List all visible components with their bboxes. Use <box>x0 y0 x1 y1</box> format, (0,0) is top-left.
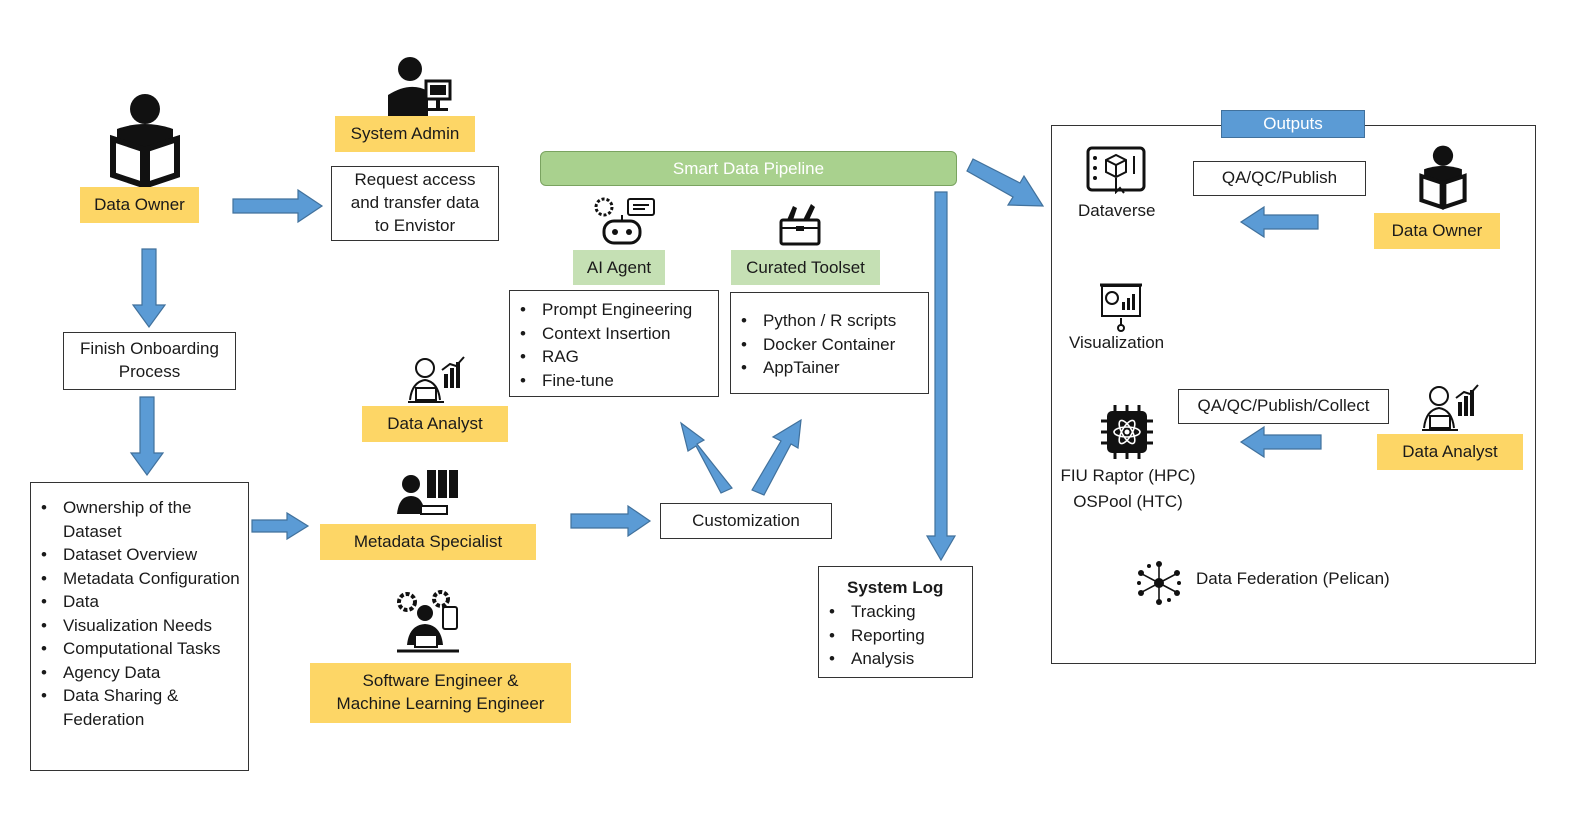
hpc-line-1: FIU Raptor (HPC) <box>1060 466 1196 485</box>
hpc-label: FIU Raptor (HPC) OSPool (HTC) <box>1052 463 1204 515</box>
ai-agent-item: Prompt Engineering <box>510 298 718 322</box>
dataverse-cube-icon <box>1086 146 1146 195</box>
ai-agent-label: AI Agent <box>573 250 665 285</box>
arrow-owner-to-request <box>232 188 324 224</box>
arrow-customization-to-toolset <box>751 418 802 496</box>
arrow-analyst-to-hpc <box>1239 425 1322 459</box>
ai-agent-item: Fine-tune <box>510 369 718 393</box>
reading-person-icon <box>105 93 185 190</box>
toolset-item: Docker Container <box>731 333 928 357</box>
arrow-pipeline-to-log <box>925 191 957 562</box>
admin-computer-icon <box>384 55 454 117</box>
toolbox-icon <box>777 202 823 246</box>
onboarding-item: Ownership of the Dataset <box>31 496 248 543</box>
outputs-title: Outputs <box>1221 110 1365 138</box>
reading-person-icon <box>1416 141 1470 213</box>
ai-agent-item: RAG <box>510 345 718 369</box>
system-log-item: Analysis <box>819 647 972 671</box>
onboarding-line-2: Process <box>118 362 181 381</box>
system-log-box: System Log TrackingReportingAnalysis <box>818 566 973 678</box>
system-log-item: Tracking <box>819 600 972 624</box>
onboarding-item: Computational Tasks <box>31 637 248 661</box>
arrow-customization-to-agent <box>680 421 733 494</box>
request-line-2: and transfer data <box>350 193 480 213</box>
toolset-items: Python / R scriptsDocker ContainerAppTai… <box>731 309 928 380</box>
request-line-3: to Envistor <box>374 215 456 235</box>
hpc-line-2: OSPool (HTC) <box>1073 492 1183 511</box>
toolset-item: Python / R scripts <box>731 309 928 333</box>
onboarding-items-list: Ownership of the DatasetDataset Overview… <box>31 496 248 731</box>
dataverse-label: Dataverse <box>1078 201 1156 220</box>
curated-toolset-label: Curated Toolset <box>731 250 880 285</box>
chip-icon <box>1101 405 1153 459</box>
engineer-gears-icon <box>393 589 463 655</box>
data-owner-label: Data Owner <box>80 187 199 223</box>
request-line-1: Request access <box>354 170 476 190</box>
data-analyst-right-label: Data Analyst <box>1377 434 1523 470</box>
visualization-board-icon <box>1098 282 1144 332</box>
metadata-specialist-label: Metadata Specialist <box>320 524 536 560</box>
arrow-list-to-specialist <box>251 511 310 541</box>
system-log-title: System Log <box>847 578 944 597</box>
arrow-owner-to-dataverse <box>1239 205 1319 239</box>
arrow-onboarding-down <box>129 396 165 477</box>
engineer-line-2: Machine Learning Engineer <box>336 694 545 713</box>
onboarding-item: Visualization Needs <box>31 614 248 638</box>
specialist-books-icon <box>395 468 461 516</box>
qa-publish-box: QA/QC/Publish <box>1193 161 1366 196</box>
onboarding-item: Agency Data <box>31 661 248 685</box>
onboarding-item: Metadata Configuration <box>31 567 248 591</box>
engineer-line-1: Software Engineer & <box>362 671 519 691</box>
system-log-item: Reporting <box>819 624 972 648</box>
request-access-box: Request access and transfer data to Envi… <box>331 166 499 241</box>
onboarding-line-1: Finish Onboarding <box>80 339 219 359</box>
smart-data-pipeline-bar: Smart Data Pipeline <box>540 151 957 186</box>
data-analyst-mid-label: Data Analyst <box>362 406 508 442</box>
federation-network-icon <box>1137 560 1181 606</box>
system-log-items: TrackingReportingAnalysis <box>819 600 972 671</box>
onboarding-items-box: Ownership of the DatasetDataset Overview… <box>30 482 249 771</box>
ai-agent-item: Context Insertion <box>510 322 718 346</box>
curated-toolset-box: Python / R scriptsDocker ContainerAppTai… <box>730 292 929 394</box>
onboarding-item: Data <box>31 590 248 614</box>
onboarding-item: Data Sharing & Federation <box>31 684 248 731</box>
onboarding-item: Dataset Overview <box>31 543 248 567</box>
ai-agent-items: Prompt EngineeringContext InsertionRAGFi… <box>510 298 718 392</box>
visualization-label: Visualization <box>1069 333 1165 352</box>
data-federation-label: Data Federation (Pelican) <box>1196 569 1390 588</box>
ai-agent-box: Prompt EngineeringContext InsertionRAGFi… <box>509 290 719 397</box>
data-owner-right-label: Data Owner <box>1374 213 1500 249</box>
analyst-chart-icon <box>1420 382 1480 434</box>
arrow-owner-down <box>131 248 167 329</box>
arrow-pipeline-to-outputs <box>966 158 1045 207</box>
analyst-chart-icon <box>406 354 466 406</box>
toolset-item: AppTainer <box>731 356 928 380</box>
system-admin-label: System Admin <box>335 116 475 152</box>
qa-collect-box: QA/QC/Publish/Collect <box>1178 389 1389 424</box>
robot-icon <box>592 195 658 247</box>
customization-box: Customization <box>660 503 832 539</box>
software-engineer-label: Software Engineer & Machine Learning Engi… <box>310 663 571 723</box>
arrow-specialist-to-customization <box>570 504 652 538</box>
